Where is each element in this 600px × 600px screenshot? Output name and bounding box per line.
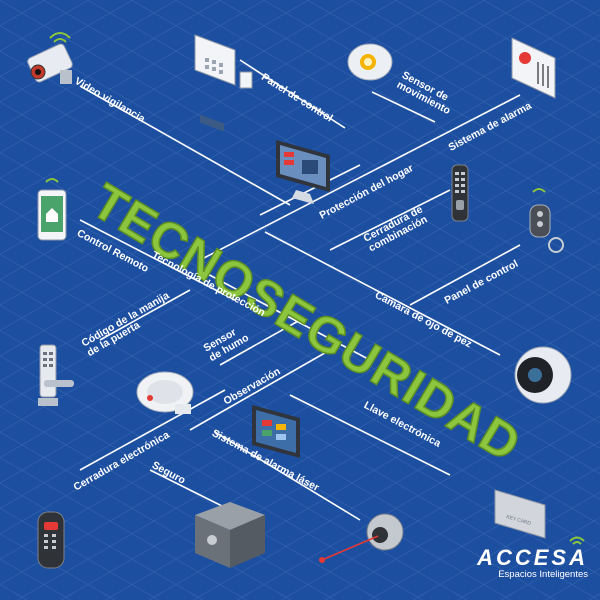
connector-lines	[79, 59, 521, 521]
smartphone-icon	[37, 178, 67, 241]
motion-sensor-icon	[347, 43, 393, 81]
alarm-panel-icon	[511, 37, 556, 99]
brand-name: ACCESA	[477, 545, 588, 570]
home-monitor-icon	[276, 140, 330, 204]
safe-icon	[195, 502, 265, 568]
combination-lock-icon	[451, 164, 469, 222]
key-fob-icon	[529, 188, 564, 253]
fisheye-camera-icon	[514, 346, 572, 404]
brand-tagline: Espacios Inteligentes	[498, 569, 588, 580]
security-camera-icon	[27, 32, 73, 84]
control-panel-icon	[194, 34, 253, 132]
brand-logo: ACCESA Espacios Inteligentes	[477, 536, 588, 580]
smoke-detector-icon	[136, 371, 194, 414]
key-card-icon: KEY CARD	[494, 489, 546, 539]
tablet-icon	[252, 405, 300, 458]
electronic-lock-icon	[37, 511, 65, 569]
door-code-lock-icon	[38, 344, 74, 406]
wifi-icon	[569, 536, 585, 545]
laser-alarm-icon	[319, 513, 404, 563]
